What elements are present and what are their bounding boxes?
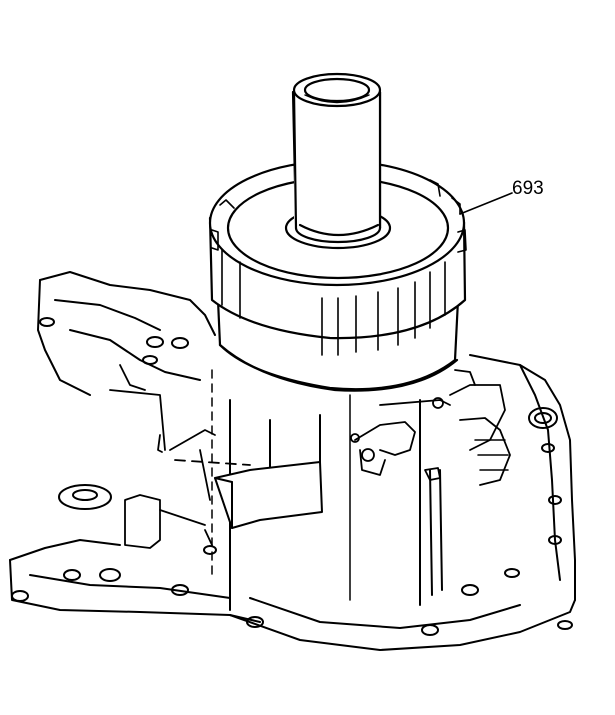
clutch-drum-assembly [210,74,466,391]
case-housing [10,272,575,650]
callout-leader-693 [460,193,512,214]
left-inner-detail [110,365,250,548]
lower-band [215,462,322,528]
callout-label-693: 693 [512,178,544,199]
internal-linkage [351,370,510,485]
case-holes [12,318,572,635]
